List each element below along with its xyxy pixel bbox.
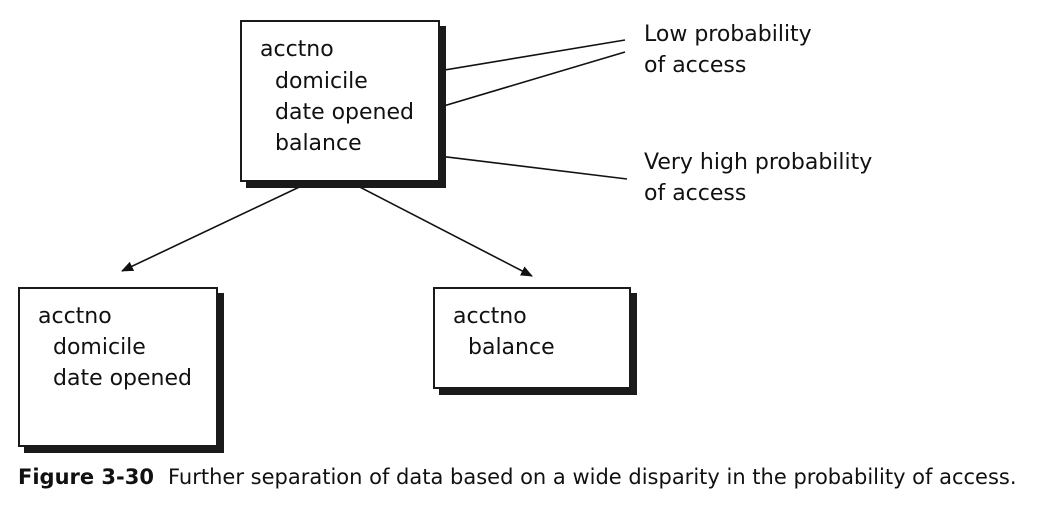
top-field-domicile: domicile [275,69,368,94]
high-probability-label-line1: Very high probability [644,150,873,175]
left-field-domicile: domicile [53,335,146,360]
top-field-balance: balance [275,131,362,156]
high-probability-label-line2: of access [644,181,747,206]
split-arrow-right [349,181,533,277]
left-key-field: acctno [38,304,112,329]
record-box-low-access [18,287,218,447]
figure-caption-label: Figure 3-30 [18,465,154,489]
split-arrow-left [121,181,311,272]
record-box-original [240,20,440,182]
top-key-field: acctno [260,37,334,62]
low-probability-label-line2: of access [644,53,747,78]
figure-caption: Figure 3-30 Further separation of data ba… [18,462,1030,493]
left-field-date-opened: date opened [53,366,193,391]
right-key-field: acctno [453,304,527,329]
low-probability-label-line1: Low probability [644,22,812,47]
low-prob-arrow-date-opened [419,51,626,115]
right-field-balance: balance [468,335,555,360]
top-field-date-opened: date opened [275,100,415,125]
figure-caption-text: Further separation of data based on a wi… [168,465,1017,489]
record-box-high-access [433,287,631,389]
